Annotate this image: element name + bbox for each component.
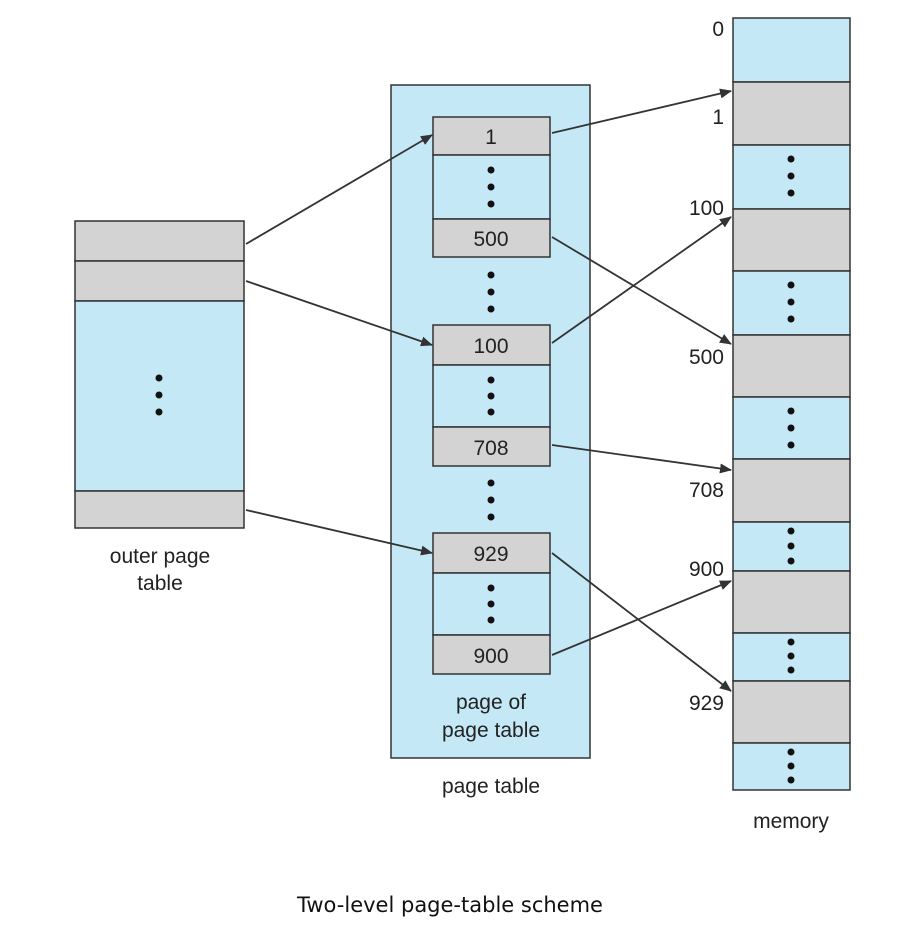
arrow-100-to-frame-100 — [551, 216, 732, 344]
memory-column — [732, 17, 851, 791]
entry-cell-708 — [432, 426, 551, 467]
entry-value-708: 708 — [473, 437, 508, 460]
arrows — [245, 88, 732, 692]
figure-caption: Two-level page-table scheme — [296, 893, 603, 917]
memory-frame-708 — [732, 458, 851, 523]
entry-value-1: 1 — [485, 126, 497, 149]
arrow-500-to-frame-500 — [551, 236, 732, 345]
memory-label: memory — [753, 810, 829, 833]
arrow-outerlast-to-block3 — [245, 509, 433, 556]
page-table-label: page table — [442, 775, 540, 798]
memory-address-500: 500 — [689, 346, 724, 369]
outer-page-table — [74, 220, 245, 529]
memory-address-708: 708 — [689, 479, 724, 502]
outer-page-table-label-line1: outer page — [110, 545, 210, 568]
memory-frame-500 — [732, 334, 851, 398]
memory-address-900: 900 — [689, 558, 724, 581]
outer-entry-2 — [74, 260, 245, 302]
memory-address-100: 100 — [689, 197, 724, 220]
page-of-page-table-label-line2: page table — [442, 719, 540, 742]
between-blocks-ellipsis-2 — [487, 479, 495, 521]
page-table-block-2 — [432, 324, 551, 467]
memory-ellipses — [787, 155, 795, 784]
block1-ellipsis — [487, 166, 495, 208]
entry-cell-500 — [432, 218, 551, 258]
between-blocks-ellipsis-1 — [487, 271, 495, 313]
arrow-1-to-frame-1 — [551, 88, 732, 134]
arrow-708-to-frame-708 — [551, 444, 732, 474]
entry-value-929: 929 — [473, 543, 508, 566]
memory-address-929: 929 — [689, 692, 724, 715]
page-table-block-3 — [432, 532, 551, 675]
outer-entry-1 — [74, 220, 245, 262]
outer-ellipsis — [155, 374, 163, 416]
page-table-block-1 — [432, 116, 551, 258]
arrow-outer2-to-block2 — [245, 280, 433, 347]
memory-frame-100 — [732, 208, 851, 272]
page-of-page-table-label-line1: page of — [456, 691, 526, 714]
memory-address-1: 1 — [712, 106, 724, 129]
arrow-929-to-frame-929 — [551, 552, 732, 692]
memory-address-0: 0 — [712, 18, 724, 41]
memory-block-0 — [732, 17, 851, 83]
outer-entry-last — [74, 490, 245, 529]
outer-page-table-label-line2: table — [137, 572, 183, 595]
entry-cell-900 — [432, 634, 551, 675]
entry-value-100: 100 — [473, 335, 508, 358]
arrow-900-to-frame-900 — [551, 580, 732, 656]
memory-frame-1 — [732, 81, 851, 146]
entry-cell-1 — [432, 116, 551, 156]
block3-ellipsis — [487, 584, 495, 624]
block2-ellipsis — [487, 376, 495, 416]
entry-value-500: 500 — [473, 228, 508, 251]
memory-frame-929 — [732, 680, 851, 744]
entry-cell-929 — [432, 532, 551, 574]
memory-frame-900 — [732, 570, 851, 634]
entry-value-900: 900 — [473, 645, 508, 668]
arrow-outer1-to-block1 — [245, 134, 433, 245]
